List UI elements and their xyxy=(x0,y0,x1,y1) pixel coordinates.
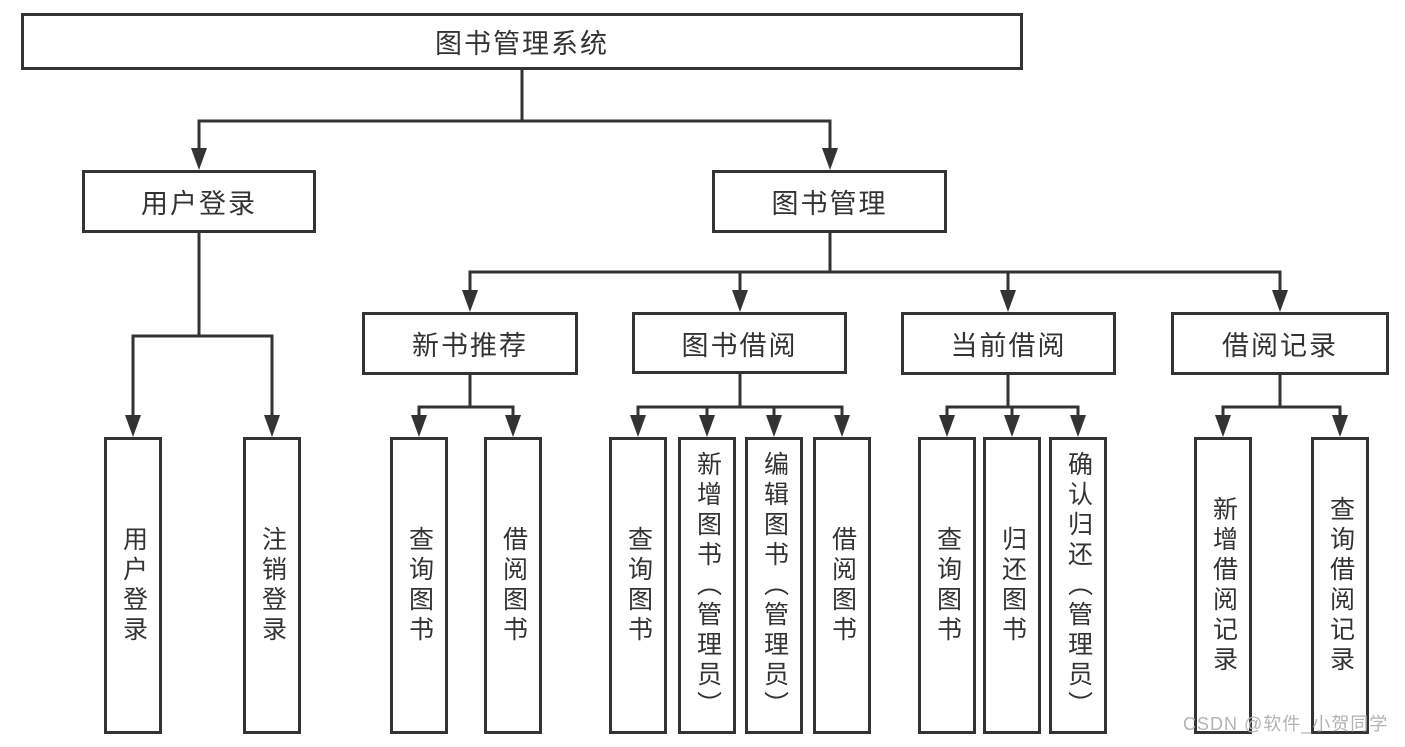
node-root: 图书管理系统 xyxy=(21,13,1023,70)
leaf-query-books-1-label: 查询图书 xyxy=(405,525,434,646)
leaf-borrow-books-2-label: 借阅图书 xyxy=(828,525,857,646)
node-book-management-label: 图书管理 xyxy=(771,189,888,219)
node-book-borrow-label: 图书借阅 xyxy=(681,330,798,361)
leaf-edit-books-admin-label: 编辑图书（管理员） xyxy=(760,450,789,721)
node-borrow-records-label: 借阅记录 xyxy=(1222,331,1338,361)
node-new-book-recommend: 新书推荐 xyxy=(362,312,578,375)
node-book-borrow: 图书借阅 xyxy=(632,312,847,374)
node-user-login-label: 用户登录 xyxy=(141,189,257,219)
leaf-borrow-books-2: 借阅图书 xyxy=(813,437,871,734)
leaf-return-books: 归还图书 xyxy=(983,437,1041,734)
leaf-add-borrow-record-label: 新增借阅记录 xyxy=(1209,495,1238,676)
leaf-borrow-books-1-label: 借阅图书 xyxy=(499,525,528,646)
leaf-logout-label: 注销登录 xyxy=(258,525,287,646)
leaf-query-borrow-record-label: 查询借阅记录 xyxy=(1326,495,1355,676)
leaf-query-books-1: 查询图书 xyxy=(390,437,448,734)
watermark: CSDN @软件_小贺同学 xyxy=(1183,714,1389,734)
node-book-management: 图书管理 xyxy=(712,170,947,233)
node-borrow-records: 借阅记录 xyxy=(1171,312,1389,375)
leaf-confirm-return-admin-label: 确认归还（管理员） xyxy=(1064,450,1093,721)
node-root-label: 图书管理系统 xyxy=(435,29,609,59)
leaf-query-borrow-record: 查询借阅记录 xyxy=(1311,437,1369,734)
leaf-query-books-2: 查询图书 xyxy=(609,437,667,734)
leaf-add-books-admin: 新增图书（管理员） xyxy=(678,437,736,734)
leaf-borrow-books-1: 借阅图书 xyxy=(484,437,542,734)
leaf-edit-books-admin: 编辑图书（管理员） xyxy=(745,437,803,734)
leaf-user-login-label: 用户登录 xyxy=(119,525,148,646)
node-new-book-recommend-label: 新书推荐 xyxy=(412,331,528,361)
leaf-confirm-return-admin: 确认归还（管理员） xyxy=(1049,437,1107,734)
node-current-borrow-label: 当前借阅 xyxy=(950,331,1067,361)
leaf-user-login: 用户登录 xyxy=(104,437,162,734)
leaf-logout: 注销登录 xyxy=(243,437,301,734)
leaf-query-books-3-label: 查询图书 xyxy=(933,525,962,646)
leaf-query-books-3: 查询图书 xyxy=(918,437,976,734)
node-current-borrow: 当前借阅 xyxy=(901,312,1116,375)
leaf-query-books-2-label: 查询图书 xyxy=(624,525,653,646)
leaf-add-borrow-record: 新增借阅记录 xyxy=(1194,437,1252,734)
leaf-add-books-admin-label: 新增图书（管理员） xyxy=(693,450,722,721)
node-user-login: 用户登录 xyxy=(82,170,316,233)
leaf-return-books-label: 归还图书 xyxy=(998,525,1027,646)
